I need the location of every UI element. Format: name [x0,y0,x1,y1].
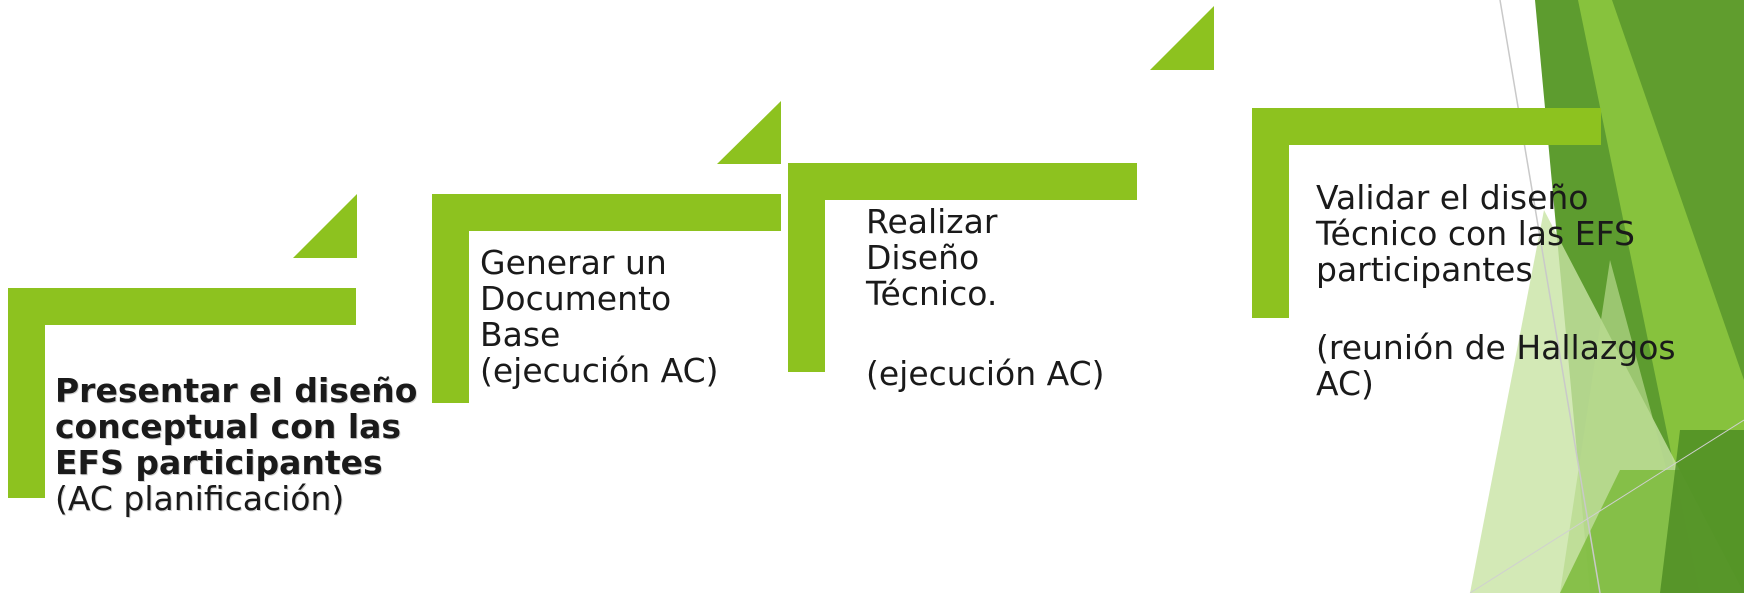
step-2-line1: Generar un Documento Base [480,243,672,354]
step-2-side-bar [432,194,469,403]
step-2-text: Generar un Documento Base (ejecución AC) [480,245,760,389]
step-4-line1: Validar el diseño Técnico con las EFS pa… [1316,178,1635,289]
step-2-top-bar [432,194,781,231]
step-3-subtext: (ejecución AC) [866,356,1156,392]
step-1-text: Presentar el diseño conceptual con las E… [55,373,435,517]
step-1-arrow-icon [293,194,357,258]
step-4-top-bar [1252,108,1601,145]
step-2-arrow-icon [717,101,781,164]
step-3-text: Realizar Diseño Técnico. [866,204,1066,312]
step-3-side-bar [788,163,825,372]
step-1-normal-text: (AC planificación) [55,479,345,518]
step-2-line2: (ejecución AC) [480,351,719,390]
step-3-line2: (ejecución AC) [866,354,1105,393]
step-1-side-bar [8,288,45,498]
step-4-subtext: (reunión de Hallazgos AC) [1316,330,1736,402]
step-3-top-bar [788,163,1137,200]
step-1-top-bar [8,288,356,325]
step-4-line2: (reunión de Hallazgos AC) [1316,328,1676,403]
step-3-line1: Realizar Diseño Técnico. [866,202,998,313]
step-1-bold-text: Presentar el diseño conceptual con las E… [55,371,418,482]
step-4-text: Validar el diseño Técnico con las EFS pa… [1316,180,1661,288]
step-3-arrow-icon [1150,6,1214,70]
step-4-side-bar [1252,108,1289,318]
